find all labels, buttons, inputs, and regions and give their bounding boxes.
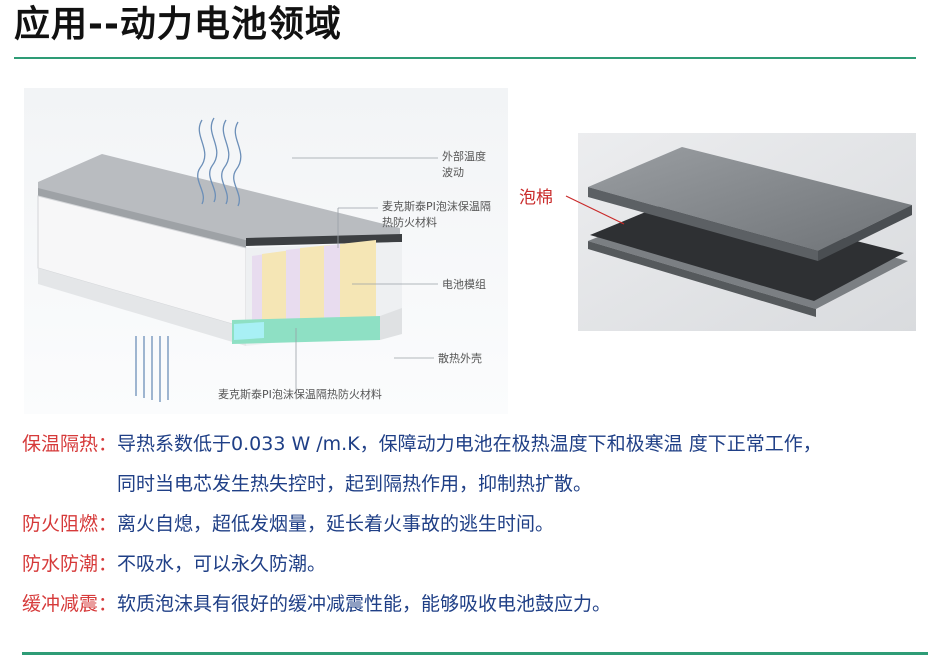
feature-desc: 导热系数低于0.033 W /m.K，保障动力电池在极热温度下和极寒温 度下正常… (117, 432, 922, 496)
bottom-divider (22, 652, 928, 655)
foam-label: 泡棉 (519, 188, 553, 208)
callout-external-temp-1: 外部温度 (442, 149, 486, 163)
feature-desc: 离火自熄，超低发烟量，延长着火事故的逃生时间。 (117, 513, 555, 535)
top-plate (588, 147, 912, 251)
heat-shell-right (380, 308, 402, 340)
feature-desc-line2: 同时当电芯发生热失控时，起到隔热作用，抑制热扩散。 (117, 473, 593, 495)
housing-bottom (38, 268, 246, 346)
feature-term: 保温隔热： (22, 433, 118, 455)
feature-item-insulation: 保温隔热： 导热系数低于0.033 W /m.K，保障动力电池在极热温度下和极寒… (22, 432, 922, 496)
callout-material-top-2: 热防火材料 (382, 215, 437, 229)
top-foam-layer (38, 154, 400, 240)
foam-sheet (590, 197, 904, 301)
page-title: 应用--动力电池领域 (14, 4, 342, 45)
feature-desc: 软质泡沫具有很好的缓冲减震性能，能够吸收电池鼓应力。 (117, 593, 612, 615)
battery-cells (252, 240, 376, 332)
title-divider (14, 57, 916, 59)
bottom-foam-layer (232, 316, 380, 344)
feature-item-cushioning: 缓冲减震： 软质泡沫具有很好的缓冲减震性能，能够吸收电池鼓应力。 (22, 592, 922, 616)
feature-term: 防火阻燃： (22, 513, 118, 535)
feature-term: 缓冲减震： (22, 593, 118, 615)
feature-item-flame-retardant: 防火阻燃： 离火自熄，超低发烟量，延长着火事故的逃生时间。 (22, 512, 922, 536)
foam-stack-photo (578, 133, 916, 331)
feature-list: 保温隔热： 导热系数低于0.033 W /m.K，保障动力电池在极热温度下和极寒… (22, 432, 922, 632)
callout-battery-module: 电池模组 (442, 277, 486, 291)
callout-heat-shell: 散热外壳 (438, 351, 482, 365)
feature-term: 防水防潮： (22, 553, 118, 575)
feature-desc-line1: 导热系数低于0.033 W /m.K，保障动力电池在极热温度下和极寒温 度下正常… (117, 433, 822, 455)
feature-item-waterproof: 防水防潮： 不吸水，可以永久防潮。 (22, 552, 922, 576)
callout-material-bottom: 麦克斯泰PI泡沫保温隔热防火材料 (218, 387, 382, 401)
battery-pack-diagram: 外部温度 波动 麦克斯泰PI泡沫保温隔 热防火材料 电池模组 散热外壳 麦克斯泰… (24, 88, 508, 414)
heat-out-arrows (135, 336, 169, 402)
callout-external-temp-2: 波动 (442, 166, 464, 179)
heat-in-arrows (197, 117, 242, 207)
feature-desc: 不吸水，可以永久防潮。 (117, 553, 327, 575)
callout-material-top-1: 麦克斯泰PI泡沫保温隔 (382, 199, 491, 213)
